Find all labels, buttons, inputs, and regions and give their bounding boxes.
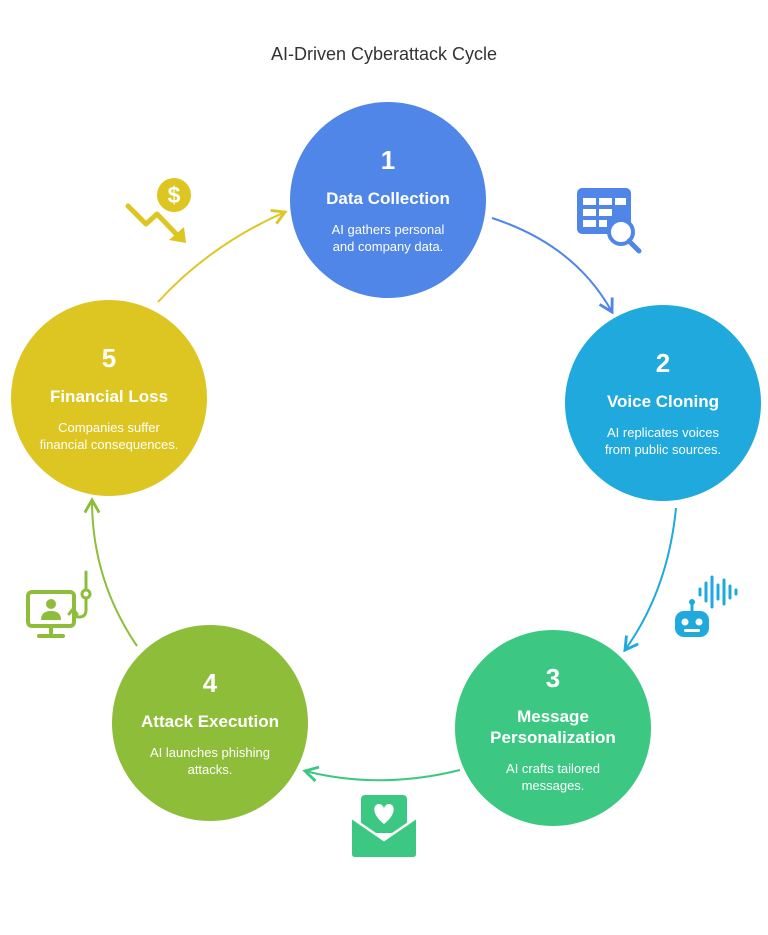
stage-name: Voice Cloning [606,392,720,411]
stage-name: Attack Execution [141,712,279,731]
stage-description: AI crafts tailored messages. [506,760,600,793]
stage-message-personalization: 3 Message Personalization AI crafts tail… [455,630,651,826]
stage-attack-execution: 4 Attack Execution AI launches phishing … [112,625,308,821]
diagram-title: AI-Driven Cyberattack Cycle [270,44,498,64]
stage-description: AI launches phishing attacks. [150,745,270,777]
stage-number: 3 [545,662,561,693]
arrow-loss-to-data [157,209,288,303]
stage-description: AI replicates voices from public sources… [604,425,722,457]
stage-name: Data Collection [326,189,450,208]
arrow-message-to-attack [302,765,461,783]
stage-description: Companies suffer financial consequences. [39,420,179,452]
arrow-data-to-voice [491,217,614,315]
stage-name: Financial Loss [49,387,169,406]
stage-financial-loss: 5 Financial Loss Companies suffer financ… [11,300,207,496]
money-loss-icon: $ [125,178,191,243]
stage-number: 4 [202,668,218,698]
stage-number: 5 [101,343,117,373]
stage-number: 1 [380,145,396,175]
stage-data-collection: 1 Data Collection AI gathers personal an… [290,102,486,298]
stage-voice-cloning: 2 Voice Cloning AI replicates voices fro… [565,305,761,501]
svg-text:$: $ [168,182,181,208]
stage-description: AI gathers personal and company data. [331,222,445,254]
robot-voice-icon [675,575,738,637]
spreadsheet-search-icon [577,188,642,254]
monitor-phishing-hook-icon [26,570,92,638]
stage-name: Message Personalization [490,706,616,747]
stage-number: 2 [655,348,671,378]
love-letter-icon [351,795,417,857]
arrow-voice-to-message [623,507,677,653]
arrow-attack-to-loss [83,497,138,647]
